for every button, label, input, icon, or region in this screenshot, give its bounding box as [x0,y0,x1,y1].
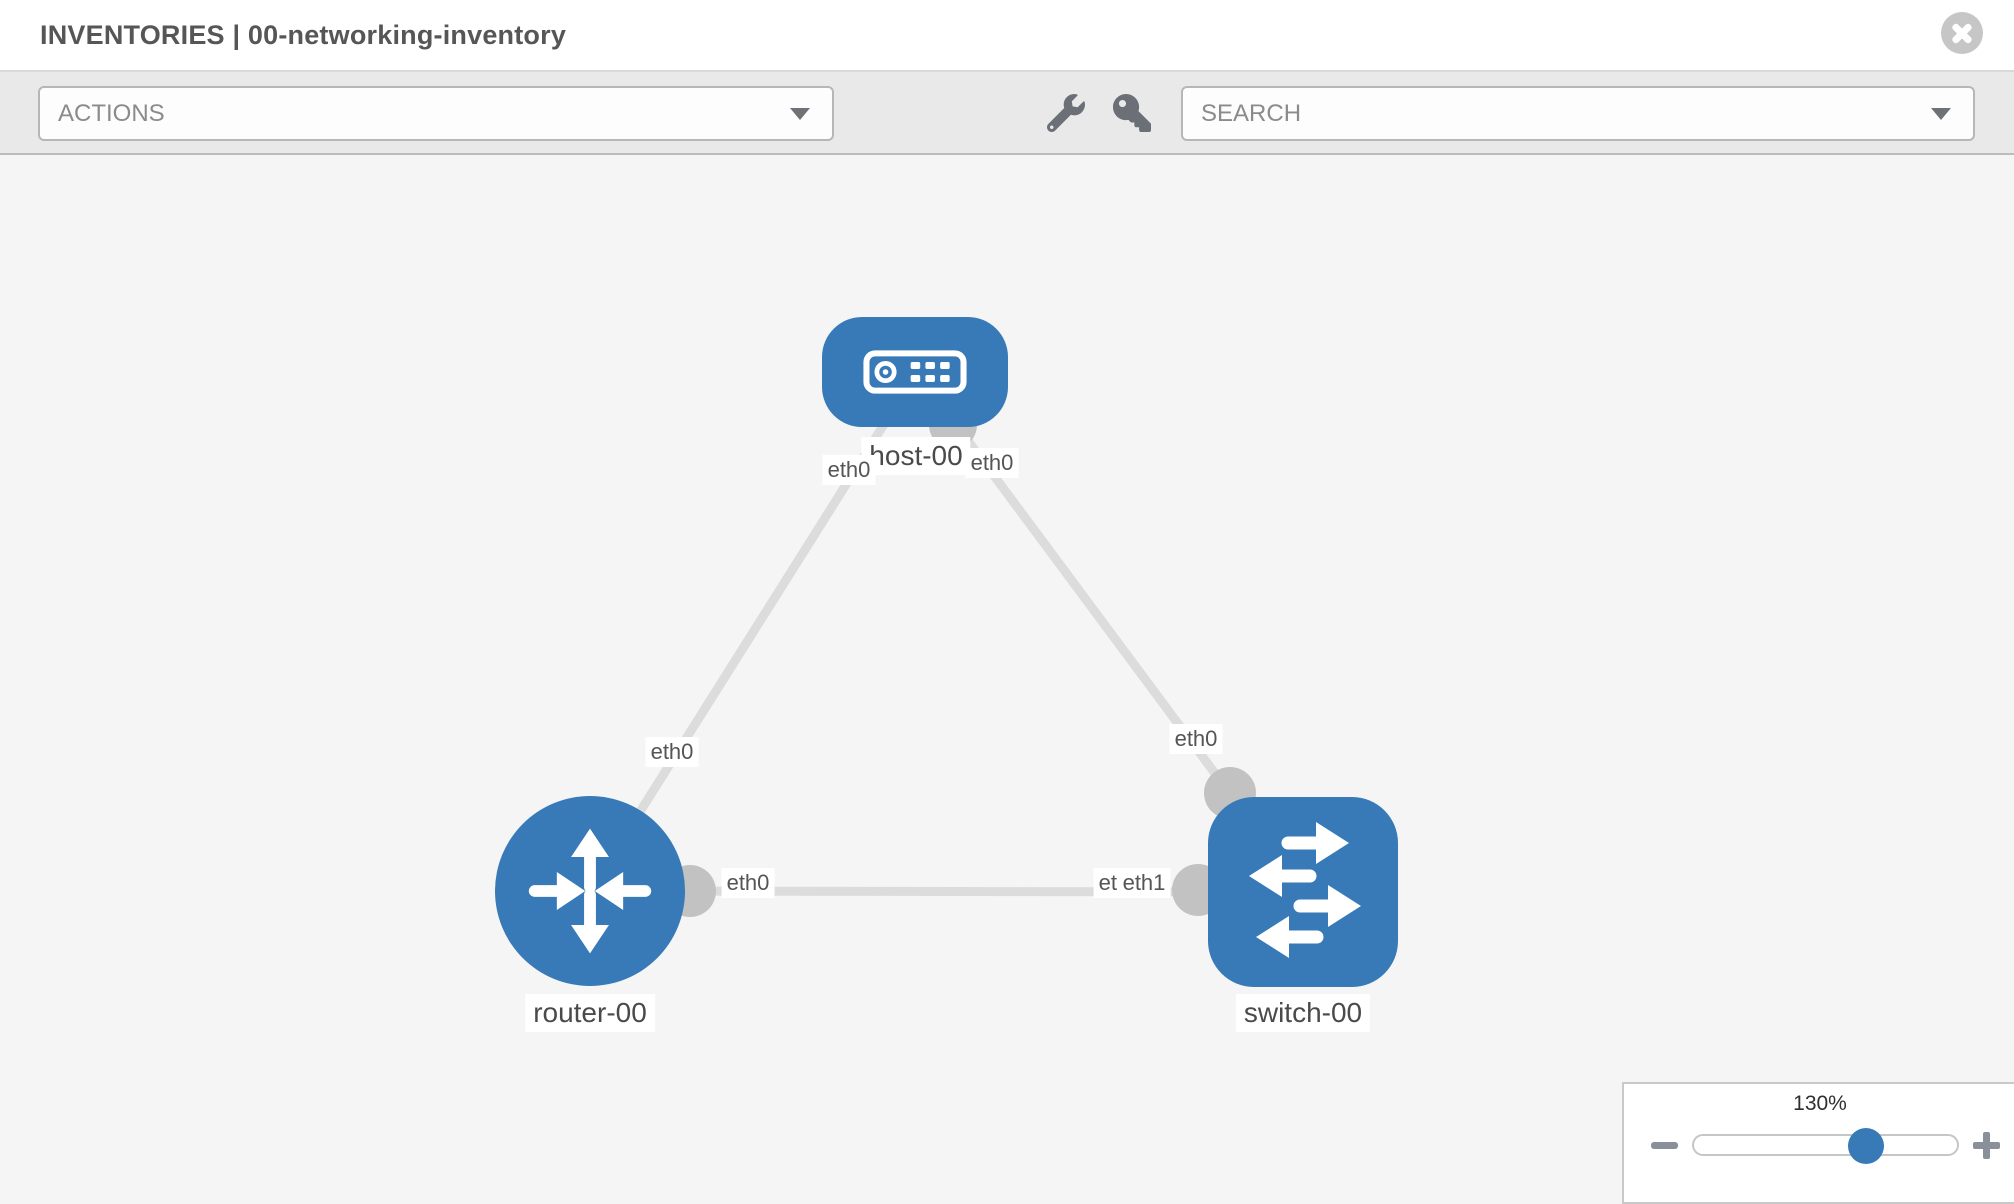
router-icon [528,828,652,954]
zoom-slider-thumb[interactable] [1848,1128,1884,1164]
chevron-down-icon [1931,108,1951,120]
actions-dropdown-label: ACTIONS [58,100,165,127]
node-label-switch: switch-00 [1235,994,1371,1032]
zoom-slider-track[interactable] [1692,1134,1959,1156]
topology-links-layer [586,369,1307,917]
zoom-out-button[interactable] [1651,1142,1678,1149]
node-switch-00[interactable] [1208,797,1398,987]
switch-icon [1249,822,1361,958]
host-icon [863,350,967,394]
port-label: eth1 [1117,868,1171,898]
port-label: eth0 [1169,724,1223,754]
topology-canvas[interactable]: host-00 router-00 switch-00 eth0 eth0 et… [0,155,2014,1204]
node-host-00[interactable] [822,317,1008,427]
port-label: eth0 [645,737,699,767]
actions-dropdown[interactable]: ACTIONS [38,86,834,141]
key-icon[interactable] [1113,94,1151,132]
node-label-host: host-00 [861,437,971,475]
page-title: INVENTORIES | 00-networking-inventory [40,20,567,50]
port-label: eth0 [822,455,876,485]
panel-header: INVENTORIES | 00-networking-inventory [0,0,2014,72]
toolbar: ACTIONS SEARCH [0,72,2014,155]
node-router-00[interactable] [495,796,685,986]
node-label-router: router-00 [525,994,655,1032]
port-label: eth0 [965,448,1019,478]
port-label: eth0 [721,868,775,898]
search-input[interactable]: SEARCH [1181,86,1975,141]
wrench-icon[interactable] [1046,94,1085,133]
close-icon[interactable] [1941,12,1983,54]
zoom-level-value: 130% [1793,1092,1847,1115]
chevron-down-icon [790,108,810,120]
zoom-in-button[interactable] [1973,1132,2000,1159]
zoom-control-panel: 130% [1622,1082,2014,1204]
search-placeholder: SEARCH [1201,100,1302,127]
